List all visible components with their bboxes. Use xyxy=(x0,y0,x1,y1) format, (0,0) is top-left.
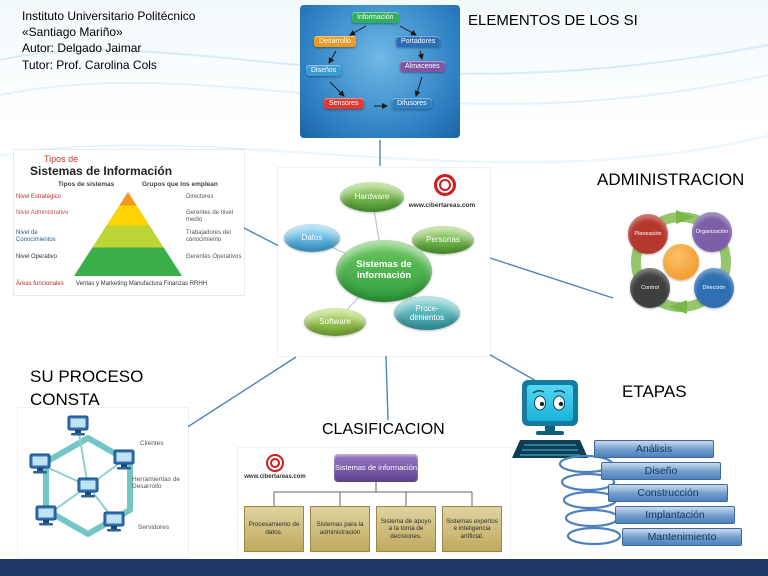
bubble-software: Software xyxy=(304,308,366,336)
tipos-title-line2: Sistemas de Información xyxy=(30,164,173,178)
computer-cartoon-icon xyxy=(512,380,588,458)
tipos-title-line1: Tipos de xyxy=(44,154,79,164)
clasificacion-root: Sistemas de información xyxy=(334,454,418,482)
clasificacion-url: www.cibertareas.com xyxy=(244,474,306,480)
etapas-step-construccion: Construcción xyxy=(608,484,728,502)
elementos-node-disenos: Diseños xyxy=(306,65,342,76)
tipos-image: Tipos de Sistemas de Información Tipos d… xyxy=(14,150,244,295)
elementos-node-almacenes: Almacenes xyxy=(400,61,445,72)
clasificacion-child-0: Procesamiento de datos. xyxy=(244,506,304,552)
bubble-procedimientos-line1: Proce- xyxy=(415,303,439,313)
cibertareas-logo-icon xyxy=(434,174,456,196)
label-elementos: ELEMENTOS DE LOS SI xyxy=(468,12,638,29)
elementos-node-desarrollo: Desarrollo xyxy=(314,36,356,47)
tipos-footer-right: Ventas y Marketing Manufactura Finanzas … xyxy=(76,281,208,287)
elementos-node-informacion: Información xyxy=(352,12,399,23)
tipos-row-left-0: Nivel Estratégico xyxy=(16,194,62,200)
clasificacion-child-2: Sistema de apoyo a la toma de decisiones… xyxy=(376,506,436,552)
author-line: Autor: Delgado Jaimar xyxy=(22,41,142,56)
tipos-row-left-1: Nivel Administrativo xyxy=(16,210,69,216)
label-administracion: ADMINISTRACION xyxy=(597,170,745,189)
tipos-row-right-2: Trabajadores del conocimiento xyxy=(186,230,231,243)
central-diagram: Hardware Personas Datos Software Proce- … xyxy=(278,168,490,356)
admin-node-organizacion: Organización xyxy=(692,212,732,252)
tipos-row-left-3: Nivel Operativo xyxy=(16,254,58,260)
admin-node-planeacion: Planeación xyxy=(628,214,668,254)
tipos-row-right-1: Gerentes de nivel medio xyxy=(186,210,234,223)
green-cycle-arrows xyxy=(631,210,731,314)
institute-line2: «Santiago Mariño» xyxy=(22,25,123,40)
slide-header: Instituto Universitario Politécnico «San… xyxy=(22,8,195,73)
elementos-image: Información Desarrollo Portadores Diseño… xyxy=(300,5,460,138)
bubble-center-line2: información xyxy=(356,270,412,281)
etapas-step-implantacion: Implantación xyxy=(615,506,735,524)
admin-node-control: Control xyxy=(630,268,670,308)
etapas-step-analisis: Análisis xyxy=(594,440,714,458)
elementos-node-difusores: Difusores xyxy=(392,98,432,109)
footer-bar xyxy=(0,559,768,576)
tipos-col-right: Grupos que los emplean xyxy=(142,181,218,188)
tipos-footer-left: Áreas funcionales xyxy=(16,281,64,287)
tipos-col-left: Tipos de sistemas xyxy=(58,181,115,188)
label-clasificacion: CLASIFICACION xyxy=(322,421,445,438)
label-etapas: ETAPAS xyxy=(622,382,687,401)
bubble-center-line1: Sistemas de xyxy=(356,259,412,271)
etapas-step-diseno: Diseño xyxy=(601,462,721,480)
bubble-hardware: Hardware xyxy=(340,182,404,212)
elementos-node-portadores: Portadores xyxy=(396,36,441,47)
label-su-proceso: SU PROCESO CONSTA xyxy=(30,366,143,412)
proceso-label-herramientas: Herramientas de Desarrollo xyxy=(132,476,181,491)
tipos-row-left-2: Nivel de Conocimientos xyxy=(16,230,56,243)
proceso-image: Clientes Herramientas de Desarrollo Serv… xyxy=(18,408,188,558)
administracion-image: Planeación Organización Control Direcció… xyxy=(612,196,748,326)
elementos-arrows xyxy=(328,25,424,109)
proceso-label-servidores: Servidores xyxy=(138,524,170,531)
clasificacion-connectors xyxy=(273,482,473,506)
clasificacion-child-3: Sistemas expertos e inteligencia artific… xyxy=(442,506,502,552)
bubble-procedimientos: Proce- dimientos xyxy=(394,296,460,330)
cibertareas-url: www.cibertareas.com xyxy=(408,202,476,209)
label-su-proceso-line1: SU PROCESO xyxy=(30,367,144,386)
tipos-row-right-0: Directores xyxy=(186,194,214,200)
clasificacion-child-1: Sistemas para la administración xyxy=(310,506,370,552)
bubble-procedimientos-line2: dimientos xyxy=(409,313,445,322)
tutor-line: Tutor: Prof. Carolina Cols xyxy=(22,57,157,72)
admin-node-direccion: Dirección xyxy=(694,268,734,308)
cibertareas-logo-icon xyxy=(266,454,284,472)
tipos-row-right-3: Gerentes Operativos xyxy=(186,254,242,260)
hexagon-network-graphic xyxy=(29,415,135,537)
label-su-proceso-line2: CONSTA xyxy=(30,389,100,409)
institute-line1: Instituto Universitario Politécnico xyxy=(22,9,196,23)
bubble-center: Sistemas de información xyxy=(336,240,432,302)
etapas-step-mantenimiento: Mantenimiento xyxy=(622,528,742,546)
proceso-label-clientes: Clientes xyxy=(140,440,164,447)
bubble-datos: Datos xyxy=(284,224,340,252)
etapas-steps: Análisis Diseño Construcción Implantació… xyxy=(594,440,764,562)
pyramid-graphic xyxy=(74,192,182,276)
clasificacion-image: www.cibertareas.com Sistemas de informac… xyxy=(238,448,510,566)
elementos-node-sensores: Sensores xyxy=(324,98,364,109)
bubble-personas: Personas xyxy=(412,226,474,254)
admin-center-circle xyxy=(663,244,699,280)
